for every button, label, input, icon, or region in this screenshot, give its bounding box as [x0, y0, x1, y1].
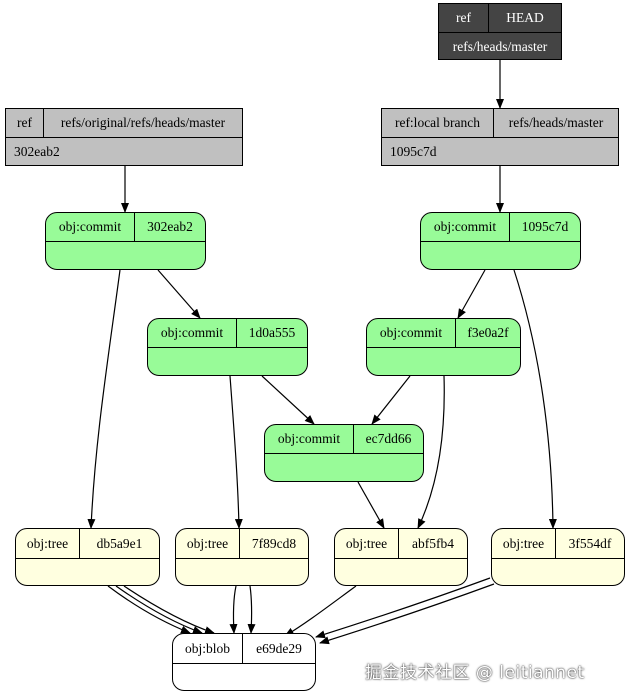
commit-ec7dd66-label: obj:commit — [265, 425, 354, 453]
original-ref-target: 302eab2 — [14, 144, 60, 159]
commit-1095c7d-hash: 1095c7d — [521, 219, 569, 234]
edge-tdb5-to-blob-1 — [107, 585, 191, 634]
original-ref-type: ref — [6, 109, 44, 137]
edge-tabf-to-blob — [284, 585, 357, 637]
commit-ec7dd66-hash: ec7dd66 — [365, 431, 412, 446]
tree-3f554df-hash: 3f554df — [568, 535, 612, 551]
commit-node-f3e0a2f[interactable]: obj:commit f3e0a2f — [366, 318, 521, 376]
edge-cf3e-to-tabf — [417, 375, 445, 529]
edge-t3f5-to-blob-1 — [315, 577, 491, 639]
commit-302eab2-label: obj:commit — [46, 213, 135, 241]
commit-1d0a555-hash: 1d0a555 — [248, 325, 296, 340]
tree-node-abf5fb4[interactable]: obj:tree abf5fb4 — [334, 528, 468, 586]
edge-cec7-to-tabf — [357, 481, 385, 529]
edge-c302-to-tdb5 — [87, 269, 121, 529]
commit-node-1095c7d[interactable]: obj:commit 1095c7d — [420, 212, 581, 270]
head-ref-type: ref — [439, 4, 489, 32]
commit-302eab2-hash: 302eab2 — [147, 219, 193, 234]
blob-node-e69de29[interactable]: obj:blob e69de29 — [172, 633, 316, 691]
watermark: 掘金技术社区 @ leitiannet — [365, 663, 585, 683]
edge-c302-to-c1d0 — [157, 269, 201, 319]
edge-tdb5-to-blob-2 — [115, 585, 203, 634]
commit-node-ec7dd66[interactable]: obj:commit ec7dd66 — [264, 424, 424, 482]
commit-1095c7d-label: obj:commit — [421, 213, 510, 241]
tree-node-7f89cd8[interactable]: obj:tree 7f89cd8 — [175, 528, 309, 586]
tree-node-db5a9e1[interactable]: obj:tree db5a9e1 — [15, 528, 160, 586]
tree-7f89cd8-hash: 7f89cd8 — [251, 535, 297, 551]
tree-node-3f554df[interactable]: obj:tree 3f554df — [491, 528, 625, 586]
local-branch-ref-target: 1095c7d — [390, 144, 437, 159]
tree-3f554df-label: obj:tree — [492, 529, 556, 558]
local-branch-ref-name: refs/heads/master — [508, 115, 604, 130]
blob-e69de29-hash: e69de29 — [256, 640, 302, 656]
commit-f3e0a2f-label: obj:commit — [367, 319, 456, 347]
edge-cf3e-to-cec7 — [371, 375, 411, 425]
tree-db5a9e1-hash: db5a9e1 — [96, 535, 143, 551]
tree-7f89cd8-label: obj:tree — [176, 529, 240, 558]
edge-t7f8-to-blob-1 — [229, 585, 238, 634]
head-ref-node[interactable]: ref HEAD refs/heads/master — [438, 3, 562, 60]
blob-e69de29-label: obj:blob — [173, 634, 243, 663]
commit-f3e0a2f-hash: f3e0a2f — [467, 325, 509, 340]
original-ref-name: refs/original/refs/heads/master — [60, 115, 226, 130]
edge-c1095-to-t3f5 — [513, 269, 557, 529]
edge-c1d0-to-t7f8 — [229, 375, 243, 529]
edge-tdb5-to-blob-3 — [123, 585, 215, 634]
commit-1d0a555-label: obj:commit — [148, 319, 237, 347]
commit-node-302eab2[interactable]: obj:commit 302eab2 — [45, 212, 206, 270]
tree-abf5fb4-label: obj:tree — [335, 529, 399, 558]
head-ref-target: refs/heads/master — [452, 38, 548, 54]
commit-node-1d0a555[interactable]: obj:commit 1d0a555 — [147, 318, 308, 376]
local-branch-ref-node[interactable]: ref:local branch refs/heads/master 1095c… — [381, 108, 619, 166]
edge-c1d0-to-cec7 — [261, 375, 315, 425]
head-ref-name: HEAD — [506, 10, 544, 25]
edge-t7f8-to-blob-2 — [247, 585, 256, 634]
tree-abf5fb4-hash: abf5fb4 — [412, 535, 454, 551]
tree-db5a9e1-label: obj:tree — [16, 529, 80, 558]
original-ref-node[interactable]: ref refs/original/refs/heads/master 302e… — [5, 108, 243, 166]
local-branch-ref-type: ref:local branch — [382, 109, 494, 137]
edge-c1095-to-cf3e — [457, 269, 486, 319]
edge-t3f5-to-blob-2 — [319, 583, 495, 645]
